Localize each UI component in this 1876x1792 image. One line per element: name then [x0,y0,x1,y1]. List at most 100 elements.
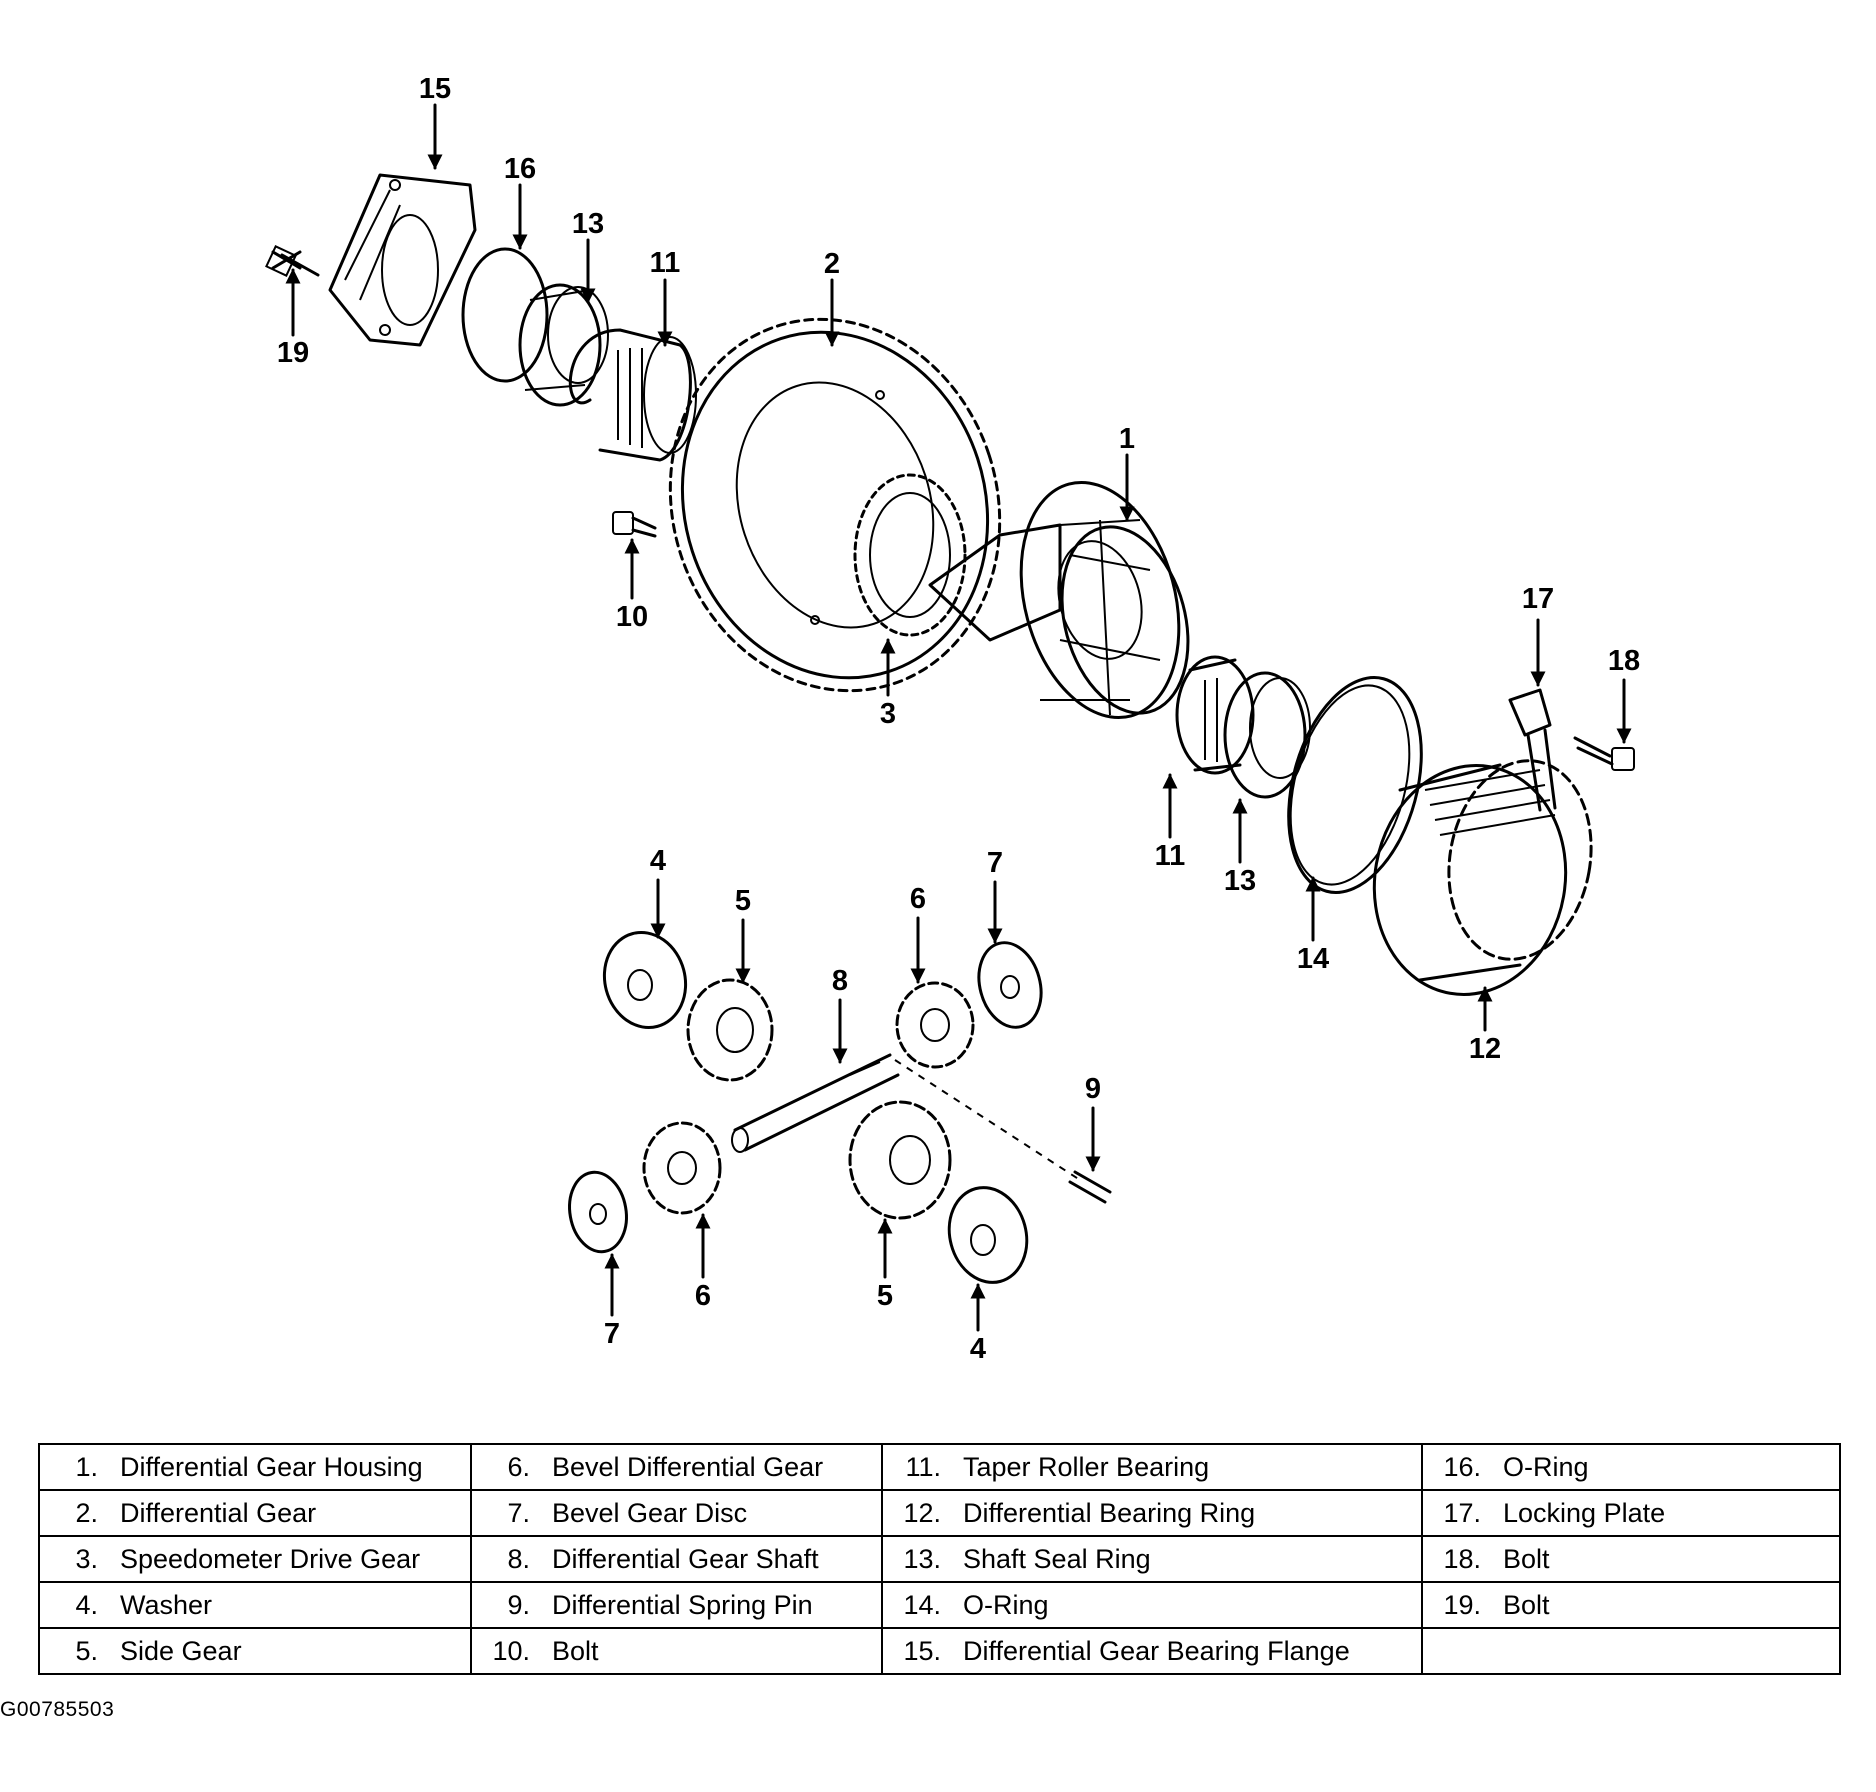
callout-6-lower: 6 [695,1280,711,1312]
legend-label: Differential Gear Bearing Flange [963,1635,1350,1666]
figure-code: G00785503 [0,1698,115,1721]
legend-number: 16. [1443,1451,1481,1482]
callout-17: 17 [1522,583,1554,615]
legend-cell: 5. Side Gear [38,1627,472,1675]
bolt-18-part [1573,736,1635,771]
bevel-disc-7-lower-part [568,1170,628,1254]
differential-housing-part [928,480,1190,720]
callout-13-upper: 13 [572,208,604,240]
callout-11-lower: 11 [1155,840,1186,872]
legend-cell: 9. Differential Spring Pin [470,1581,883,1629]
legend-cell: 1. Differential Gear Housing [38,1443,472,1491]
bevel-disc-7-upper-part [977,941,1043,1029]
spring-pin-9-part [894,1059,1112,1204]
side-gear-5-upper-part [686,978,774,1082]
callout-5-upper: 5 [735,885,751,917]
legend-number: 3. [75,1543,98,1574]
legend-row: 1. Differential Gear Housing 6.Bevel Diff… [38,1443,1841,1491]
callout-2: 2 [824,248,840,280]
callout-10: 10 [616,601,648,633]
bevel-gear-6-upper-part [895,981,975,1069]
callout-7-upper: 7 [987,847,1003,879]
differential-ring-gear-part [668,317,1002,693]
legend-number: 19. [1443,1589,1481,1620]
legend-number: 8. [507,1543,530,1574]
callout-4-lower: 4 [970,1333,986,1365]
legend-row: 5. Side Gear 10. Bolt 15. Differential Gear… [38,1627,1841,1675]
callout-3: 3 [880,698,896,730]
legend-cell: 13. Shaft Seal Ring [881,1535,1423,1583]
callout-14: 14 [1297,943,1329,975]
legend-cell: 8. Differential Gear Shaft [470,1535,883,1583]
legend-cell: 6.Bevel Differential Gear [470,1443,883,1491]
legend-cell: 3.Speedometer Drive Gear [38,1535,472,1583]
bolt-19-part [265,245,320,277]
callout-1: 1 [1119,423,1135,455]
bevel-gear-6-lower-part [642,1121,722,1215]
legend-row: 3.Speedometer Drive Gear 8. Differential … [38,1535,1841,1583]
bearing-flange-part [328,173,477,347]
callout-8: 8 [832,965,848,997]
legend-number: 1. [75,1451,98,1482]
legend-label: Side Gear [120,1635,242,1666]
callout-4-upper: 4 [650,845,666,877]
side-gear-5-lower-part [848,1100,952,1220]
callout-5-lower: 5 [877,1280,893,1312]
legend-label: Differential Gear Shaft [552,1543,819,1574]
parts-legend-table: 1. Differential Gear Housing 6.Bevel Diff… [38,1443,1841,1675]
legend-number: 7. [507,1497,530,1528]
bolt-10-part [612,511,657,538]
washer-4-lower-part [947,1186,1029,1284]
callout-13-lower: 13 [1224,865,1256,897]
legend-cell-empty [1421,1627,1841,1675]
legend-row: 2. Differential Gear 7. Bevel Gear Disc 12… [38,1489,1841,1537]
callout-6-upper: 6 [910,883,926,915]
callout-7-lower: 7 [604,1318,620,1350]
legend-cell: 10. Bolt [470,1627,883,1675]
callout-18: 18 [1608,645,1640,677]
legend-label: Bolt [1503,1543,1550,1574]
washer-4-upper-part [602,930,688,1030]
legend-label: Bolt [552,1635,599,1666]
callout-11-upper: 11 [650,247,681,279]
legend-label: Differential Gear [120,1497,317,1528]
legend-cell: 16.O-Ring [1421,1443,1841,1491]
callout-9: 9 [1085,1073,1101,1105]
legend-cell: 18. Bolt [1421,1535,1841,1583]
legend-number: 15. [903,1635,941,1666]
legend-label: Shaft Seal Ring [963,1543,1151,1574]
speedometer-gear-part [853,473,967,637]
legend-number: 5. [75,1635,98,1666]
differential-bearing-ring-part [1372,759,1593,996]
legend-number: 14. [903,1589,941,1620]
callout-15: 15 [419,73,451,105]
legend-number: 18. [1443,1543,1481,1574]
legend-number: 4. [75,1589,98,1620]
legend-label: Bevel Gear Disc [552,1497,748,1528]
legend-label: Locking Plate [1503,1497,1666,1528]
legend-number: 11. [905,1451,941,1482]
legend-number: 13. [903,1543,941,1574]
legend-label: Taper Roller Bearing [963,1451,1210,1482]
legend-number: 9. [507,1589,530,1620]
legend-label: Bevel Differential Gear [552,1451,824,1482]
legend-label: Differential Spring Pin [552,1589,813,1620]
exploded-view-diagram: 15 16 13 11 2 19 1 10 3 17 18 11 13 14 1… [265,73,1640,1365]
legend-number: 10. [492,1635,530,1666]
callout-16: 16 [504,153,536,185]
legend-label: Differential Gear Housing [120,1451,423,1482]
legend-number: 2. [75,1497,98,1528]
legend-cell: 14. O-Ring [881,1581,1423,1629]
legend-cell: 11. Taper Roller Bearing [881,1443,1423,1491]
seal-ring-13-upper-part [518,283,609,407]
legend-label: O-Ring [963,1589,1049,1620]
locking-plate-part [1508,688,1557,812]
o-ring-14-part [1287,676,1423,894]
o-ring-16-part [461,247,549,383]
legend-label: Differential Bearing Ring [963,1497,1256,1528]
legend-cell: 4.Washer [38,1581,472,1629]
legend-label: Bolt [1503,1589,1550,1620]
legend-cell: 17.Locking Plate [1421,1489,1841,1537]
legend-cell: 12. Differential Bearing Ring [881,1489,1423,1537]
legend-number: 12. [903,1497,941,1528]
